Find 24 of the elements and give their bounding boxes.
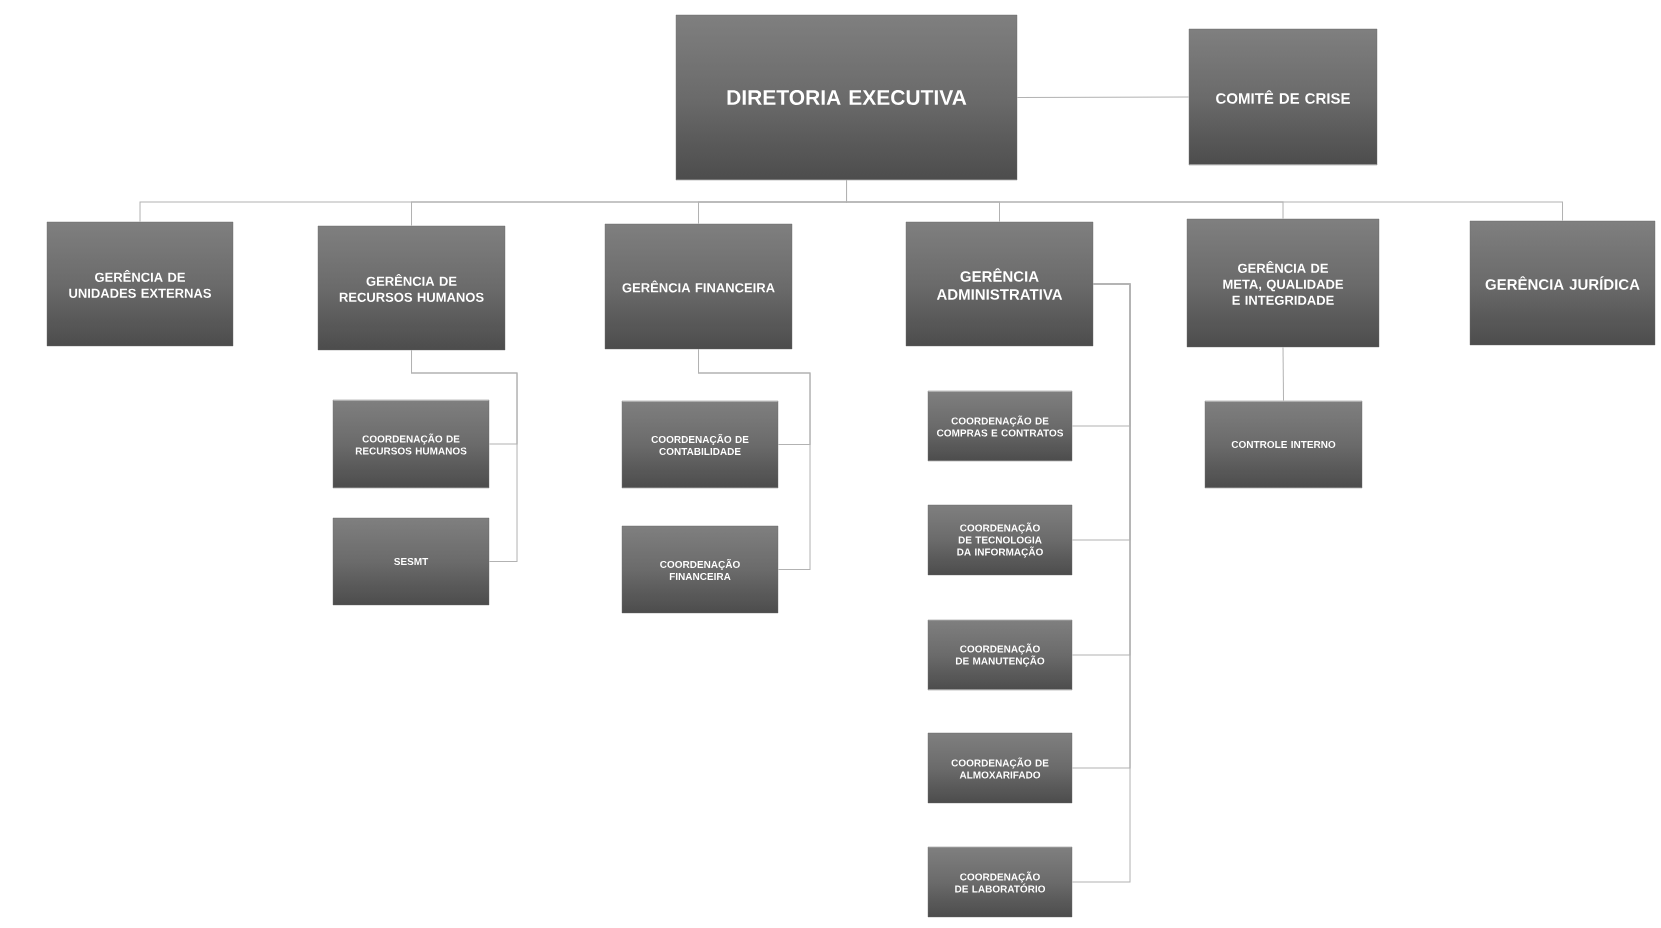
org-box: GERÊNCIA DE UNIDADES EXTERNAS — [46, 221, 234, 347]
org-box: COORDENAÇÃO DE ALMOXARIFADO — [927, 732, 1073, 804]
org-box: COORDENAÇÃO DE MANUTENÇÃO — [927, 619, 1073, 691]
org-box: COORDENAÇÃO DE CONTABILIDADE — [621, 400, 779, 489]
org-box: GERÊNCIA ADMINISTRATIVA — [905, 221, 1094, 347]
org-box: SESMT — [332, 517, 490, 606]
org-box: COORDENAÇÃO FINANCEIRA — [621, 525, 779, 614]
connector-line — [698, 348, 811, 570]
org-box: GERÊNCIA FINANCEIRA — [604, 223, 793, 350]
connector-line — [411, 349, 518, 562]
connector-line — [1282, 346, 1284, 402]
connector-line — [1016, 96, 1190, 98]
org-box: GERÊNCIA DE RECURSOS HUMANOS — [317, 225, 506, 351]
org-box: COORDENAÇÃO DE RECURSOS HUMANOS — [332, 399, 490, 489]
org-box: COORDENAÇÃO DE TECNOLOGIA DA INFORMAÇÃO — [927, 504, 1073, 576]
org-box: DIRETORIA EXECUTIVA — [675, 14, 1018, 181]
org-box: COMITÊ DE CRISE — [1188, 28, 1378, 166]
org-box: GERÊNCIA JURÍDICA — [1469, 220, 1656, 346]
org-box: COORDENAÇÃO DE LABORATÓRIO — [927, 846, 1073, 918]
connector-line — [1071, 283, 1131, 883]
org-box: GERÊNCIA DE META, QUALIDADE E INTEGRIDADE — [1186, 218, 1380, 348]
connector-line — [846, 179, 1563, 222]
org-box: CONTROLE INTERNO — [1204, 400, 1363, 489]
org-box: COORDENAÇÃO DE COMPRAS E CONTRATOS — [927, 390, 1073, 462]
